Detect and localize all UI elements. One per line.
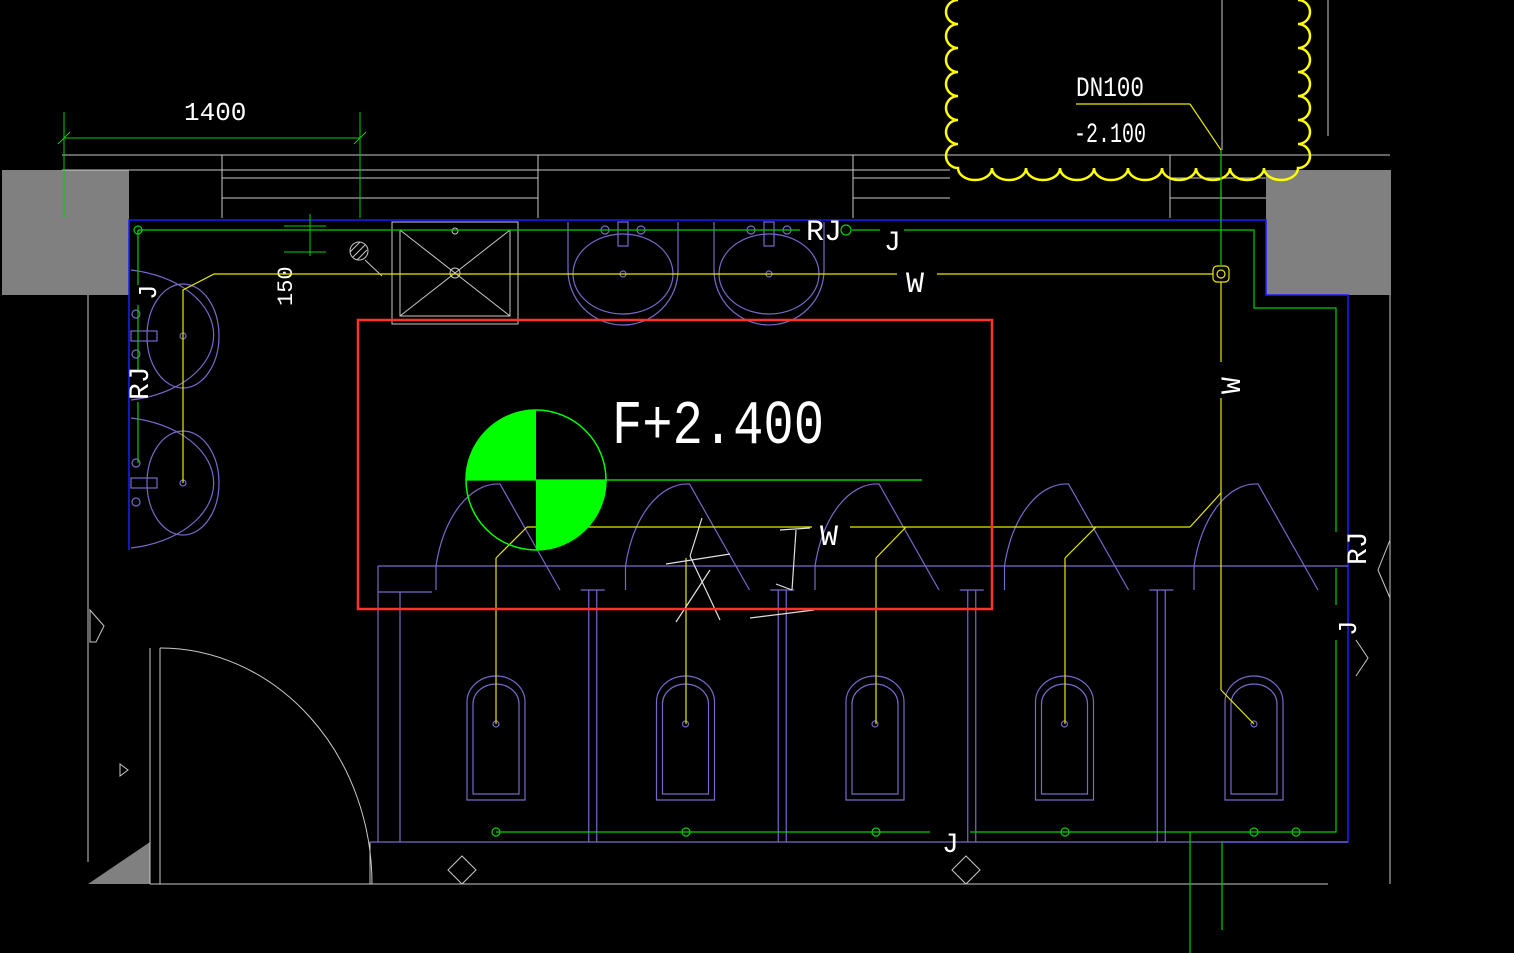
urinal-bowl: [845, 675, 905, 801]
urinal-inner: [472, 683, 520, 795]
label-w-top: W: [906, 268, 924, 302]
urinal-inner: [851, 683, 899, 795]
partition-wall: [580, 589, 605, 842]
label-w-urinal: W: [820, 521, 838, 555]
label-rj-left: RJ: [126, 366, 157, 400]
label-j-right: J: [1334, 620, 1364, 636]
urinal-inner: [1230, 683, 1278, 795]
label-dn100-elevation: -2.100: [1074, 120, 1146, 151]
partition-wall: [770, 589, 795, 842]
dimension-lines: [57, 112, 367, 256]
water-supply-lines: [133, 224, 1337, 953]
walls: [2, 170, 1391, 884]
urinal[interactable]: [814, 483, 940, 801]
urinal-inner: [1040, 683, 1089, 795]
urinal-bowl: [1224, 675, 1284, 801]
urinal-drain-point: [1250, 720, 1258, 728]
architectural-lines: [62, 0, 1391, 885]
marker-diamonds: [89, 539, 1391, 885]
partition-arch: [624, 483, 751, 591]
label-j-bottom: J: [942, 830, 959, 861]
wall-corner-bottom-left: [88, 842, 150, 884]
urinal[interactable]: [1193, 483, 1319, 801]
dimension-width-label: 1400: [184, 98, 246, 128]
wall-column-left: [2, 170, 129, 295]
urinal-inner: [661, 683, 710, 795]
hand-annotations: [665, 517, 815, 623]
label-rj-right: RJ: [1344, 531, 1375, 565]
label-j-left: J: [134, 284, 164, 300]
urinal[interactable]: [435, 483, 561, 801]
partition-wall: [959, 589, 984, 842]
elevation-label: F+2.400: [612, 391, 824, 462]
elevation-marker[interactable]: [465, 409, 922, 551]
urinal-group: [435, 483, 1319, 842]
wall-column-right: [1266, 170, 1391, 295]
urinal-partitions: [370, 565, 1348, 843]
urinal-bowl: [1034, 675, 1095, 801]
basin-left-2[interactable]: [130, 417, 220, 549]
label-dn100: DN100: [1076, 74, 1144, 105]
revision-cloud: [944, 0, 1312, 182]
partition-wall: [1149, 589, 1174, 842]
urinal-bowl: [466, 675, 526, 801]
partition-arch: [1193, 483, 1319, 591]
label-j-top: J: [884, 228, 901, 259]
urinal[interactable]: [624, 483, 751, 801]
label-w-vertical: W: [1218, 377, 1249, 394]
urinal-bowl: [655, 675, 716, 801]
dimension-offset-label: 150: [274, 266, 299, 306]
partition-arch: [814, 483, 940, 591]
partition-arch: [1003, 483, 1130, 591]
mop-sink[interactable]: [391, 221, 519, 325]
urinal-drain-point: [871, 720, 879, 728]
urinal[interactable]: [1003, 483, 1130, 801]
floor-drain[interactable]: [349, 241, 383, 277]
partition-arch: [435, 483, 561, 591]
highlight-box[interactable]: [356, 318, 994, 611]
label-rj-top: RJ: [806, 216, 842, 250]
pipe-labels: DN100 -2.100 RJ J W W J W J RJ RJ J: [126, 74, 1375, 861]
